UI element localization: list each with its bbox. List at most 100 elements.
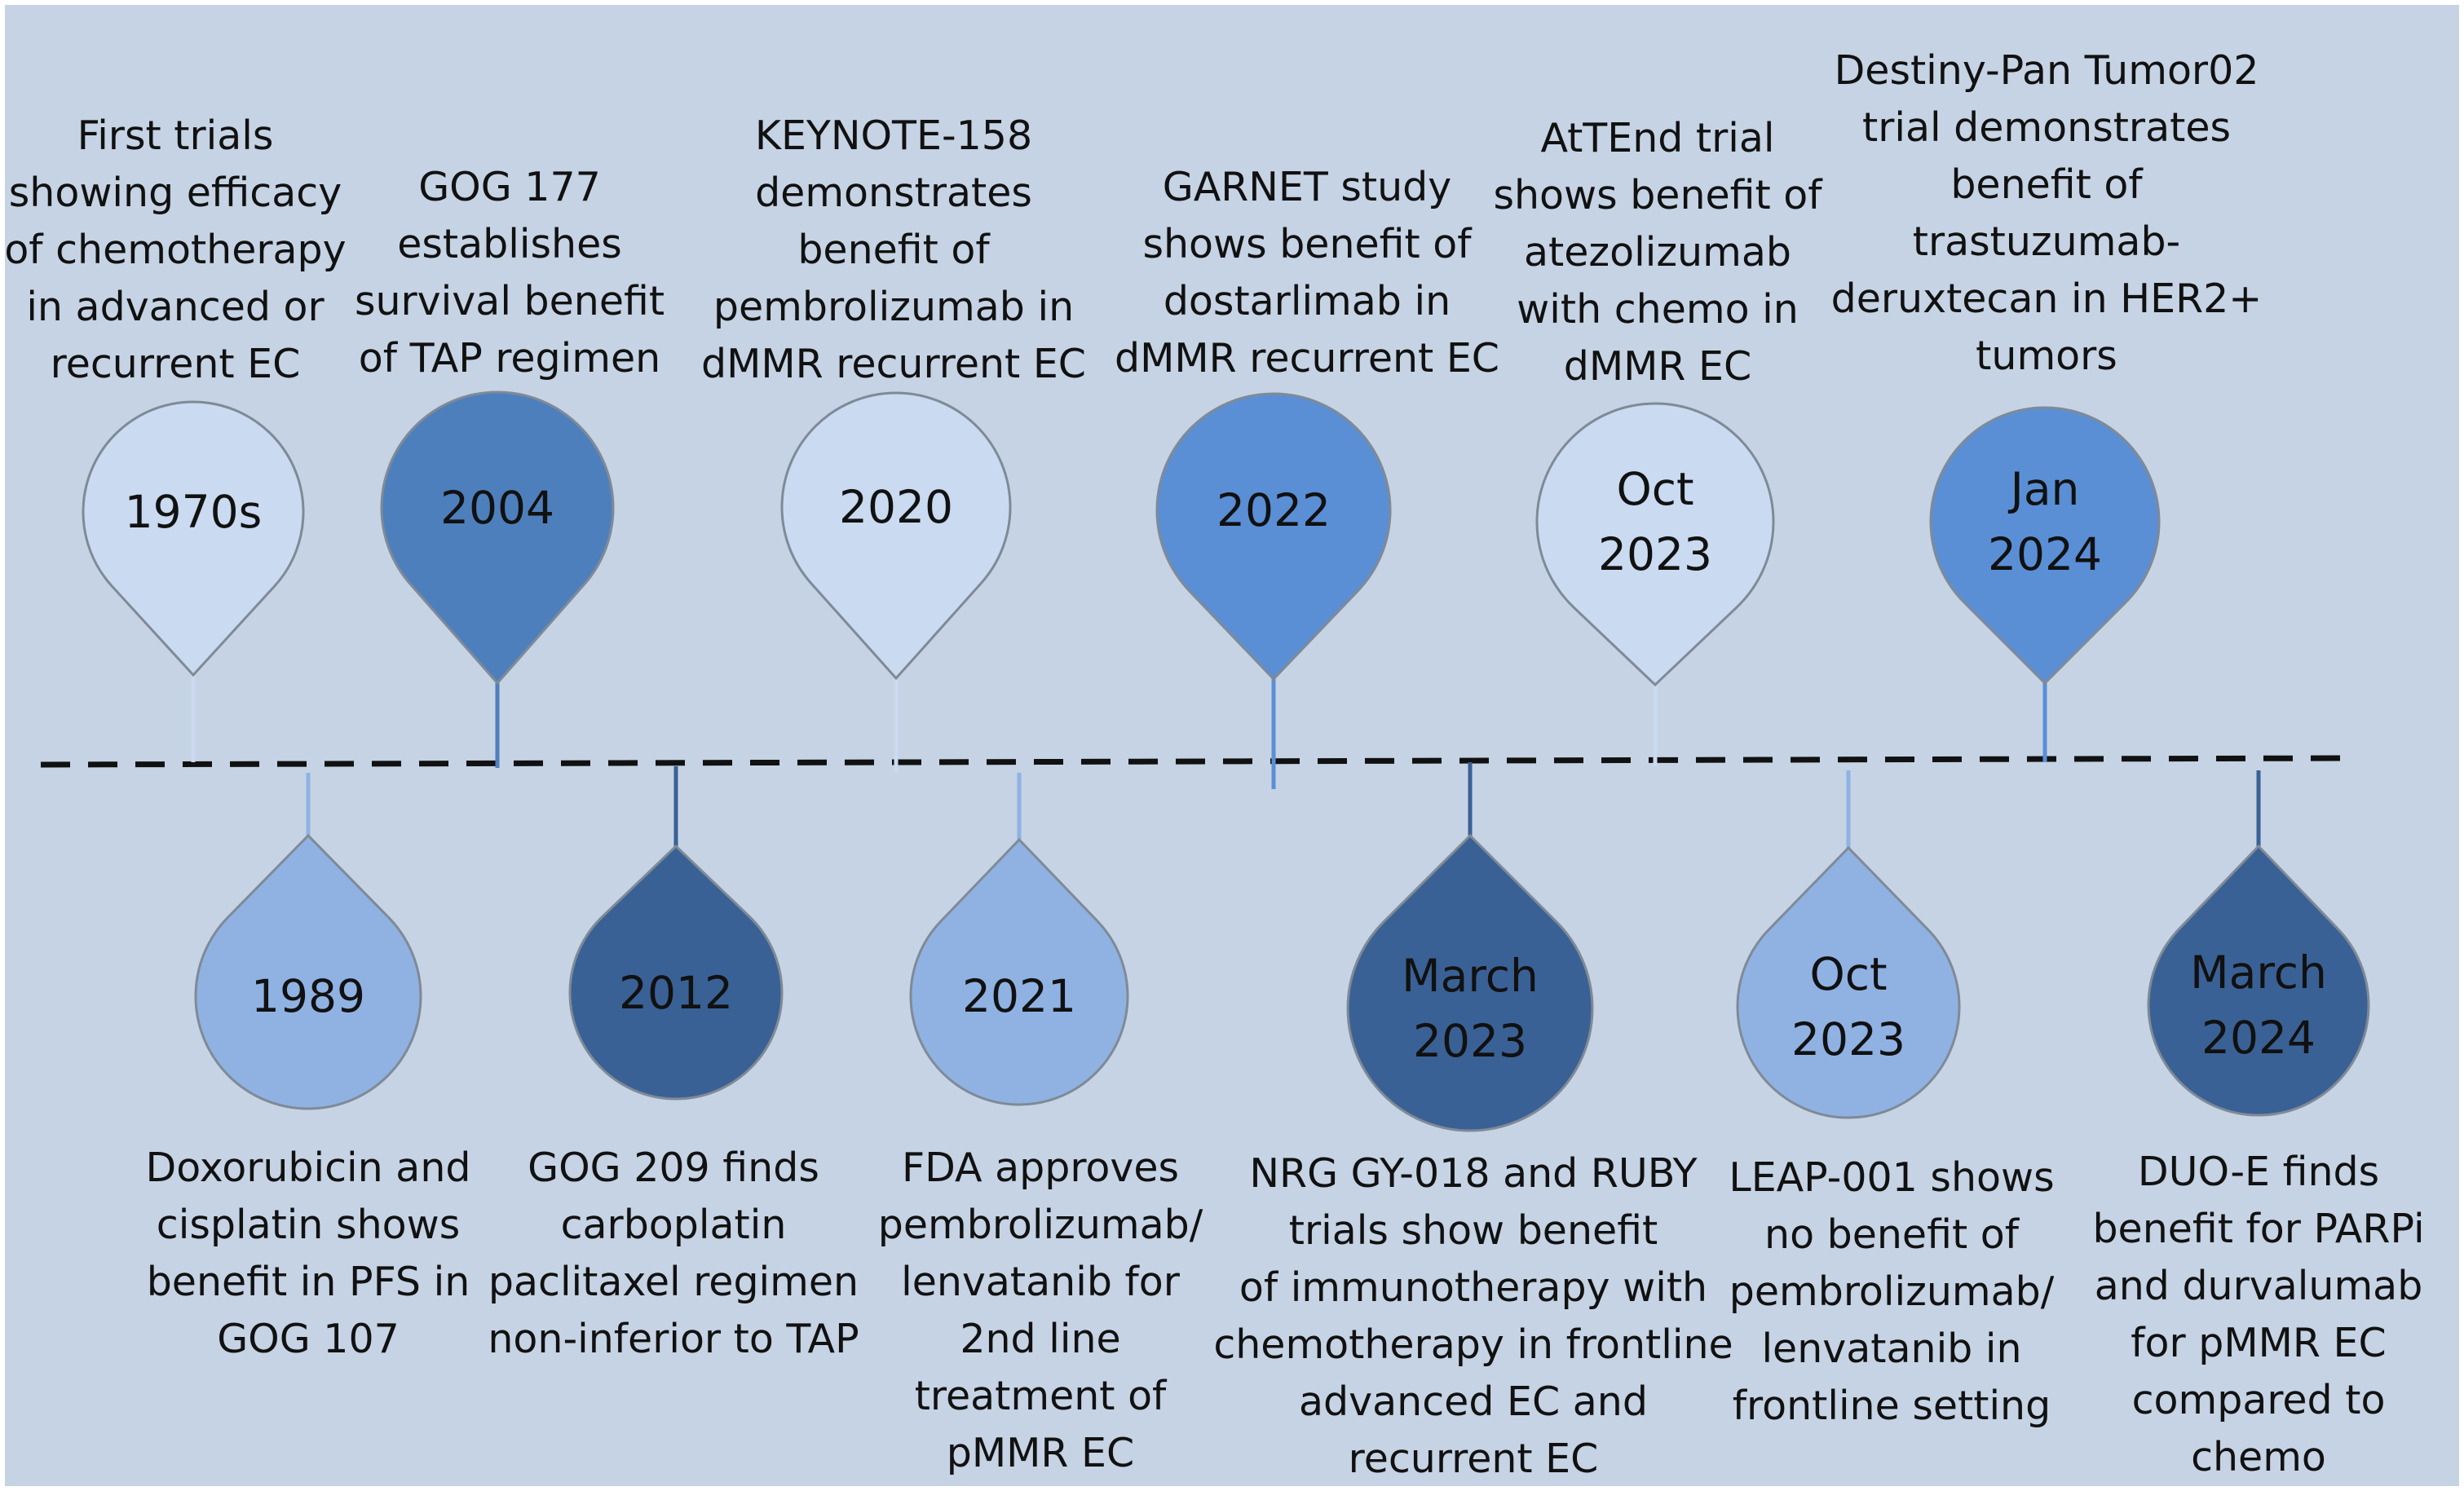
description-line: for pMMR EC — [2131, 1320, 2387, 1366]
description-line: survival benefit — [354, 278, 665, 324]
description-line: KEYNOTE-158 — [754, 112, 1033, 159]
description-line: no benefit of — [1764, 1211, 2019, 1258]
description-line: pembrolizumab/ — [1729, 1268, 2055, 1315]
description-line: trastuzumab- — [1912, 218, 2181, 265]
description-line: LEAP-001 shows — [1729, 1154, 2055, 1201]
description-line: benefit of — [797, 227, 990, 273]
description-line: carboplatin — [560, 1202, 787, 1248]
event-date-label: 2023 — [1598, 528, 1712, 580]
description-line: lenvatanib for — [901, 1259, 1180, 1305]
event-date-label: 2020 — [839, 481, 953, 533]
description-line: recurrent EC — [50, 341, 301, 387]
description-line: pembrolizumab in — [713, 284, 1075, 330]
event-date-label: 2024 — [1988, 528, 2102, 580]
event-date-label: March — [2190, 946, 2327, 999]
description-line: showing efficacy — [8, 170, 342, 216]
event-date-label: 2022 — [1217, 484, 1331, 536]
teardrop-marker — [909, 837, 1129, 1106]
teardrop-marker — [380, 390, 615, 686]
description-line: recurrent EC — [1348, 1436, 1599, 1482]
description-line: in advanced or — [26, 284, 325, 330]
description-line: cisplatin shows — [156, 1202, 461, 1248]
background — [5, 5, 2459, 1486]
event-pin-2022: 2022 — [1155, 392, 1392, 789]
description-line: frontline setting — [1732, 1383, 2051, 1429]
description-line: 2nd line — [960, 1316, 1121, 1362]
event-date-label: 2024 — [2201, 1012, 2316, 1064]
event-date-label: 1989 — [251, 970, 365, 1022]
description-line: pembrolizumab/ — [877, 1202, 1203, 1248]
description-line: dMMR recurrent EC — [1114, 335, 1499, 382]
teardrop-marker — [1155, 392, 1392, 682]
description-line: paclitaxel regimen — [488, 1259, 859, 1305]
description-line: NRG GY-018 and RUBY — [1249, 1150, 1698, 1197]
event-description-1970s: First trials showing efficacy of chemother… — [0, 108, 355, 393]
event-description-2020: KEYNOTE-158 demonstrates benefit of pembrol… — [682, 108, 1106, 393]
teardrop-marker — [82, 400, 305, 677]
description-line: First trials — [77, 112, 274, 159]
event-pin-2004: 2004 — [380, 390, 615, 768]
teardrop-marker — [1535, 402, 1775, 687]
event-description-jan-2024: Destiny-Pan Tumor02 trial demonstrates ben… — [1818, 42, 2275, 385]
description-line: dMMR recurrent EC — [700, 341, 1086, 387]
description-line: advanced EC and — [1299, 1379, 1648, 1425]
event-pins: 1970s198920042012202020212022March2023Oc… — [82, 390, 2370, 1132]
description-line: dostarlimab in — [1163, 278, 1451, 324]
description-line: GOG 107 — [217, 1316, 400, 1362]
event-date-label: 2012 — [619, 967, 733, 1019]
event-pin-2020: 2020 — [780, 391, 1012, 773]
teardrop-marker — [1736, 845, 1961, 1119]
event-pin-march-2024: March 2024 — [2147, 770, 2370, 1117]
description-line: benefit for PARPi — [2092, 1206, 2425, 1252]
event-date-label: 2004 — [440, 482, 554, 534]
description-line: atezolizumab — [1524, 229, 1791, 276]
event-date-label: Oct — [1616, 463, 1693, 515]
description-line: benefit of — [1950, 161, 2143, 208]
description-line: dMMR EC — [1563, 343, 1752, 390]
description-line: GOG 177 — [418, 164, 601, 210]
event-date-label: Oct — [1809, 948, 1887, 1000]
description-line: of chemotherapy — [4, 227, 347, 273]
teardrop-marker — [780, 391, 1012, 681]
teardrop-marker — [2147, 844, 2370, 1117]
teardrop-marker — [194, 833, 422, 1110]
description-line: GOG 209 finds — [528, 1145, 819, 1191]
description-line: Doxorubicin and — [145, 1145, 471, 1191]
event-date-label: March — [1402, 950, 1539, 1002]
description-line: AtTEnd trial — [1540, 115, 1775, 161]
event-pin-2012: 2012 — [568, 766, 784, 1101]
event-date-label: 2021 — [962, 970, 1076, 1022]
description-line: DUO-E finds — [2137, 1149, 2380, 1195]
description-line: pMMR EC — [946, 1430, 1135, 1476]
description-line: chemotherapy in frontline — [1213, 1321, 1733, 1368]
teardrop-marker — [568, 844, 784, 1101]
description-line: with chemo in — [1517, 286, 1799, 333]
description-line: lenvatanib in — [1761, 1326, 2022, 1372]
description-line: establishes — [397, 221, 622, 267]
description-line: demonstrates — [755, 170, 1032, 216]
description-line: GARNET study — [1162, 164, 1452, 210]
teardrop-marker — [1346, 833, 1594, 1132]
description-line: and durvalumab — [2094, 1263, 2423, 1309]
event-date-label: 2023 — [1413, 1015, 1527, 1067]
description-line: trial demonstrates — [1861, 104, 2231, 151]
event-description-2012: GOG 209 finds carboplatin paclitaxel regim… — [478, 1140, 869, 1368]
event-date-label: 1970s — [125, 486, 263, 538]
timeline-axis — [40, 755, 2353, 768]
description-line: deruxtecan in HER2+ — [1830, 276, 2263, 322]
description-line: treatment of — [914, 1373, 1167, 1419]
description-line: benefit in PFS in — [146, 1259, 470, 1305]
description-line: chemo — [2191, 1434, 2326, 1480]
event-date-label: Jan — [2008, 463, 2080, 515]
event-pin-1989: 1989 — [194, 773, 422, 1110]
description-line: Destiny-Pan Tumor02 — [1834, 47, 2259, 94]
event-description-oct-2023-leap: LEAP-001 shows no benefit of pembrolizumab… — [1712, 1149, 2071, 1435]
event-pin-1970s: 1970s — [82, 400, 305, 762]
